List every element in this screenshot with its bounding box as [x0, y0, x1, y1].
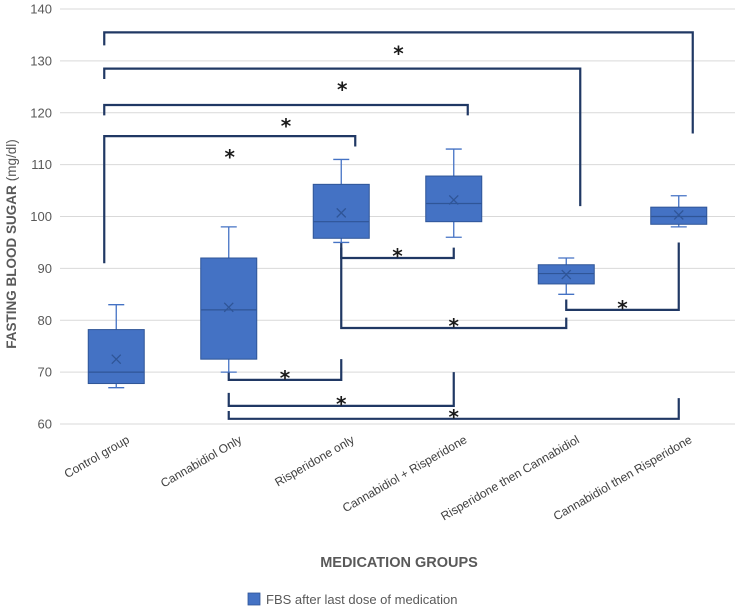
- y-tick-label: 70: [38, 365, 52, 380]
- legend-entry: FBS after last dose of medication: [266, 592, 457, 607]
- y-axis-label-main: FASTING BLOOD SUGAR: [4, 185, 19, 349]
- box-1: [87, 304, 145, 389]
- x-axis-label: MEDICATION GROUPS: [320, 555, 478, 571]
- significance-star: *: [393, 41, 404, 65]
- box-iqr: [87, 329, 145, 385]
- significance-star: *: [449, 405, 460, 429]
- y-tick-label: 100: [30, 209, 52, 224]
- gridlines: [60, 8, 735, 425]
- box-2: [200, 226, 258, 373]
- y-axis-ticks: 60 70 80 90 100 110 120 130 140: [30, 2, 52, 432]
- significance-bracket: [565, 242, 680, 311]
- significance-star: *: [449, 314, 460, 338]
- box-4: [425, 148, 483, 238]
- y-tick-label: 130: [30, 53, 52, 68]
- significance-star: *: [225, 145, 236, 169]
- category-label: Control group: [62, 432, 132, 481]
- mean-marker: [111, 354, 122, 365]
- mean-marker: [561, 269, 572, 280]
- mean-marker: [336, 207, 347, 218]
- category-label: Risperidone only: [272, 432, 356, 489]
- significance-star: *: [337, 78, 348, 102]
- significance-bracket: [227, 372, 455, 407]
- significance-bracket: [103, 134, 357, 264]
- box-5: [537, 257, 595, 295]
- y-axis-label: FASTING BLOOD SUGAR (mg/dl): [4, 139, 19, 349]
- legend: FBS after last dose of medication: [247, 592, 457, 607]
- significance-bracket: [227, 359, 343, 382]
- mean-marker: [448, 194, 459, 205]
- significance-bracket: [103, 31, 694, 134]
- significance-star: *: [617, 296, 628, 320]
- significance-bracket: [103, 103, 469, 116]
- box-iqr: [312, 183, 370, 239]
- y-tick-label: 120: [30, 105, 52, 120]
- significance-bracket: [227, 398, 680, 420]
- box-3: [312, 158, 370, 244]
- category-label: Cannabidiol Only: [158, 432, 244, 490]
- y-axis-label-unit: (mg/dl): [4, 139, 19, 181]
- y-tick-label: 80: [38, 313, 52, 328]
- box-iqr: [425, 175, 483, 223]
- significance-markers: * * * * * * * * * *: [225, 41, 629, 428]
- y-tick-label: 60: [38, 417, 52, 432]
- x-axis-categories: Control group Cannabidiol Only Risperidone…: [62, 432, 695, 523]
- significance-star: *: [280, 366, 291, 390]
- legend-swatch: [247, 592, 261, 606]
- box-6: [650, 195, 708, 228]
- category-label: Cannabidiol + Risperidone: [340, 432, 469, 515]
- y-tick-label: 110: [31, 157, 52, 172]
- box-iqr: [200, 257, 258, 360]
- significance-bracket: [340, 242, 568, 330]
- significance-star: *: [392, 244, 403, 268]
- boxes: [87, 148, 708, 389]
- significance-brackets: [103, 31, 694, 420]
- significance-star: *: [336, 392, 347, 416]
- significance-bracket: [103, 67, 582, 207]
- mean-marker: [223, 302, 234, 313]
- y-tick-label: 90: [38, 261, 52, 276]
- mean-marker: [673, 209, 684, 220]
- significance-star: *: [281, 114, 292, 138]
- y-tick-label: 140: [30, 2, 52, 17]
